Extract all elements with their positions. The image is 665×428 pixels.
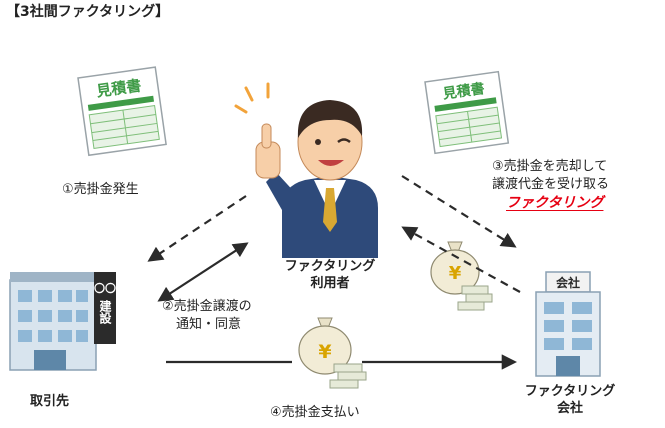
customer-label: 取引先: [30, 394, 70, 409]
money-bag-icon-right: ¥: [430, 241, 493, 311]
step2-label-line1: ②売掛金譲渡の: [162, 299, 252, 314]
user-label-line2: 利用者: [310, 276, 350, 291]
estimate-document-icon-right: 見積書: [424, 70, 510, 155]
user-label-line1: ファクタリング: [284, 259, 376, 274]
step3-brand-label: ファクタリング: [506, 195, 604, 211]
page-title: 【3社間ファクタリング】: [6, 4, 170, 20]
estimate-document-icon-left: 見積書: [77, 66, 167, 157]
step3-label-line1: ③売掛金を売却して: [492, 159, 608, 174]
arrow-user-to-customer: [147, 195, 247, 262]
company-sign-text: 会社: [556, 275, 580, 290]
businessman-thumbs-up-icon: [234, 82, 378, 258]
company-label-line2: 会社: [556, 401, 583, 416]
company-label-line1: ファクタリング: [524, 384, 616, 399]
factoring-company-building-icon: 会社: [535, 271, 601, 377]
estimate-doc-label-right: 見積書: [441, 80, 486, 103]
flow-arrows: [147, 175, 521, 370]
arrow-notice-consent: [157, 242, 249, 302]
money-bag-icon-bottom: ¥: [298, 317, 367, 389]
customer-building-icon: 〇〇 建設: [9, 272, 116, 371]
step1-label: ①売掛金発生: [62, 182, 139, 197]
step2-label-line2: 通知・同意: [176, 317, 242, 332]
step4-label: ④売掛金支払い: [270, 405, 360, 420]
step3-label-line2: 譲渡代金を受け取る: [492, 177, 610, 192]
money-bag-yen-right: ¥: [449, 263, 462, 284]
customer-sign-circles: 〇〇: [94, 281, 116, 295]
customer-sign-text: 建設: [98, 299, 112, 325]
money-bag-yen-bottom: ¥: [318, 341, 331, 363]
